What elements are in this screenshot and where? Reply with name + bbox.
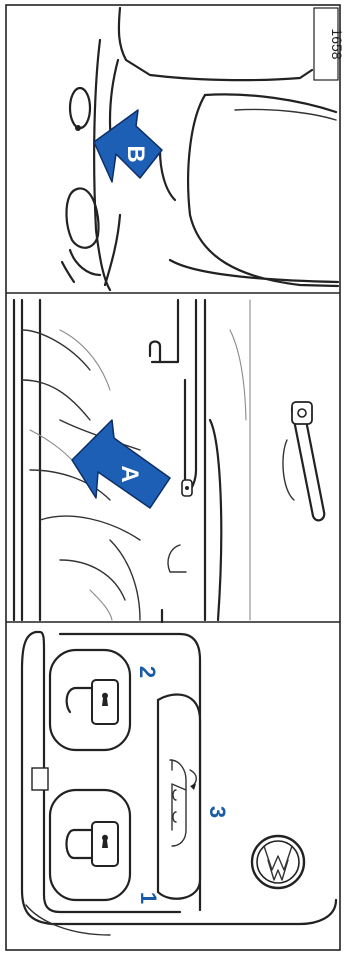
callout-1: 1 xyxy=(136,892,161,904)
exterior-door-handle xyxy=(283,402,324,520)
panel-remote-key: 1 2 3 xyxy=(22,632,336,935)
figure-number: 1658 xyxy=(329,28,345,59)
arrow-a-label: A xyxy=(116,465,143,482)
callout-3: 3 xyxy=(205,806,230,818)
arrow-a: A xyxy=(72,420,170,508)
unlock-button[interactable] xyxy=(50,650,130,750)
panel-rear-hatch: 1658 B xyxy=(62,8,345,290)
callout-2: 2 xyxy=(135,666,160,678)
arrow-b-label: B xyxy=(122,145,149,162)
hatch-lock-cylinder xyxy=(70,88,90,128)
vw-logo xyxy=(252,836,304,888)
indicator-led xyxy=(32,768,48,790)
lock-button[interactable] xyxy=(50,790,130,900)
panel-door-lock: A xyxy=(14,300,324,622)
trunk-release-button[interactable] xyxy=(158,695,200,899)
arrow-b: B xyxy=(94,110,162,182)
